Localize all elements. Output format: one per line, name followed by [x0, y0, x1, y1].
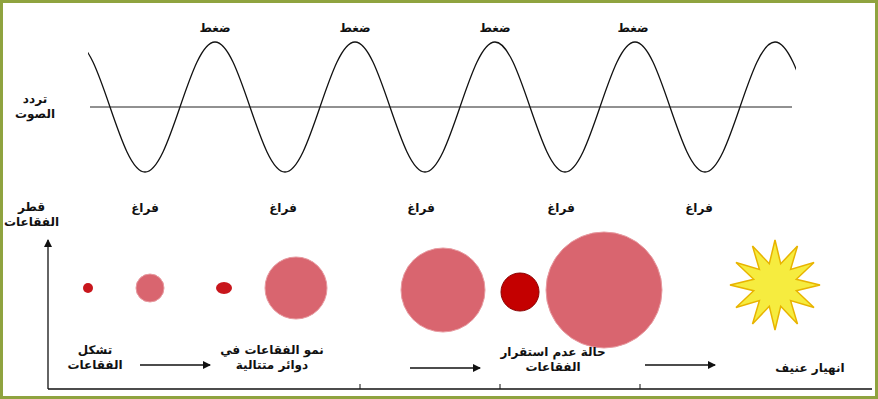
- stage-arrow: [410, 367, 480, 369]
- bubble: [136, 274, 164, 302]
- vacuum-label: فراغ: [120, 201, 170, 216]
- axis-tick: [640, 384, 641, 389]
- x-axis: [48, 388, 872, 389]
- pressure-label: ضغط: [608, 21, 658, 36]
- pressure-label: ضغط: [470, 21, 520, 36]
- stage-label: انهيار عنيف: [760, 361, 860, 376]
- axis-label: تردد الصوت: [10, 92, 60, 122]
- stage-label: تشكل الفقاعات: [64, 343, 126, 373]
- bubble: [265, 257, 327, 319]
- pressure-label: ضغط: [190, 21, 240, 36]
- vacuum-label: فراغ: [396, 201, 446, 216]
- vacuum-label: فراغ: [536, 201, 586, 216]
- y-axis: [47, 240, 48, 389]
- bubble: [401, 248, 485, 332]
- axis-tick: [360, 384, 361, 389]
- axis-label: قطر الفقاعات: [3, 200, 60, 230]
- vacuum-label: فراغ: [258, 201, 308, 216]
- sound-wave: [88, 42, 796, 172]
- bubble: [546, 232, 662, 348]
- midline: [90, 107, 792, 108]
- stage-label: حالة عدم استقرار الفقاعات: [497, 345, 609, 375]
- vacuum-label: فراغ: [674, 201, 724, 216]
- explosion-star: [730, 240, 820, 330]
- stage-label: نمو الفقاعات في دوائر متتالية: [216, 343, 328, 373]
- stage-arrow: [645, 364, 715, 366]
- bubble: [501, 273, 539, 311]
- bubble: [216, 282, 232, 294]
- bubble: [83, 283, 93, 293]
- pressure-label: ضغط: [330, 21, 380, 36]
- axis-tick: [500, 384, 501, 389]
- stage-arrow: [140, 364, 210, 366]
